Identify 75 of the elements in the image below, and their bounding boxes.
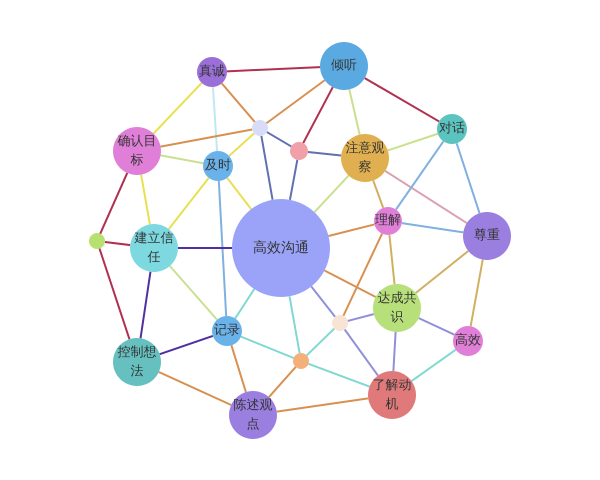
topic-circle: 及时 xyxy=(203,151,233,181)
connector-line xyxy=(98,248,130,340)
connector-line xyxy=(168,177,210,230)
topic-circle: 控制想法 xyxy=(113,338,161,386)
connector-line xyxy=(342,233,383,316)
connector-line xyxy=(302,86,334,144)
connector-line xyxy=(260,136,274,200)
topic-circle: 记录 xyxy=(212,316,242,346)
connector-line xyxy=(328,223,375,237)
connector-line xyxy=(392,332,397,372)
topic-circle: 注意观察 xyxy=(341,134,389,182)
connector-line xyxy=(324,270,376,298)
small-circle xyxy=(252,120,268,136)
connector-line xyxy=(470,259,484,326)
connector-line xyxy=(99,172,128,234)
topic-circle: 倾听 xyxy=(320,42,368,90)
connector-line xyxy=(230,345,247,392)
connector-line xyxy=(364,77,440,122)
connector-line xyxy=(308,150,342,156)
topic-circle: 高效 xyxy=(453,326,483,356)
connector-line xyxy=(402,222,464,234)
connector-line xyxy=(348,89,361,135)
connector-line xyxy=(410,348,456,382)
topic-circle: 尊重 xyxy=(463,212,511,260)
small-circle xyxy=(89,233,105,249)
connector-line xyxy=(158,371,232,406)
connector-line xyxy=(226,177,252,210)
connector-line xyxy=(160,154,204,164)
topic-circle: 达成共识 xyxy=(373,284,421,332)
connector-line xyxy=(152,82,202,134)
topic-circle: 了解动机 xyxy=(368,371,416,419)
connector-line xyxy=(234,288,256,319)
connector-line xyxy=(159,334,214,356)
connector-line xyxy=(308,362,370,388)
connector-line xyxy=(387,132,438,152)
connector-line xyxy=(221,82,256,123)
topic-circle: 确认目标 xyxy=(113,127,161,175)
connector-line xyxy=(344,328,379,376)
connector-line xyxy=(384,170,468,224)
connector-line xyxy=(160,128,252,148)
connector-line xyxy=(228,132,255,157)
small-circle xyxy=(293,353,309,369)
connector-line xyxy=(288,160,298,200)
topic-circle: 高效沟通 xyxy=(232,199,330,297)
connector-line xyxy=(212,86,218,152)
connector-line xyxy=(266,131,292,148)
small-circle xyxy=(290,142,308,160)
connector-line xyxy=(276,397,368,413)
connector-line xyxy=(268,366,296,398)
topic-circle: 对话 xyxy=(437,114,467,144)
connector-line xyxy=(456,142,480,214)
connector-line xyxy=(266,79,326,124)
connector-line xyxy=(306,328,335,356)
connector-line xyxy=(140,272,152,338)
connector-line xyxy=(314,174,350,213)
connector-line xyxy=(395,140,444,210)
topic-circle: 真诚 xyxy=(197,57,227,87)
connector-line xyxy=(226,66,320,72)
connector-line xyxy=(288,296,301,354)
connector-line xyxy=(178,247,232,249)
topic-circle: 建立信任 xyxy=(130,224,178,272)
connector-line xyxy=(218,180,228,316)
connector-line xyxy=(310,286,336,318)
connector-line xyxy=(169,265,218,320)
connector-line xyxy=(140,174,151,225)
topic-circle: 陈述观点 xyxy=(229,391,277,439)
connector-line xyxy=(347,313,374,322)
connector-line xyxy=(104,240,130,246)
connector-line xyxy=(240,336,294,359)
connector-line xyxy=(388,234,396,284)
connector-line xyxy=(418,317,455,336)
connector-line xyxy=(372,180,384,208)
connector-line xyxy=(415,250,469,294)
small-circle xyxy=(332,315,348,331)
topic-circle: 理解 xyxy=(374,207,402,235)
